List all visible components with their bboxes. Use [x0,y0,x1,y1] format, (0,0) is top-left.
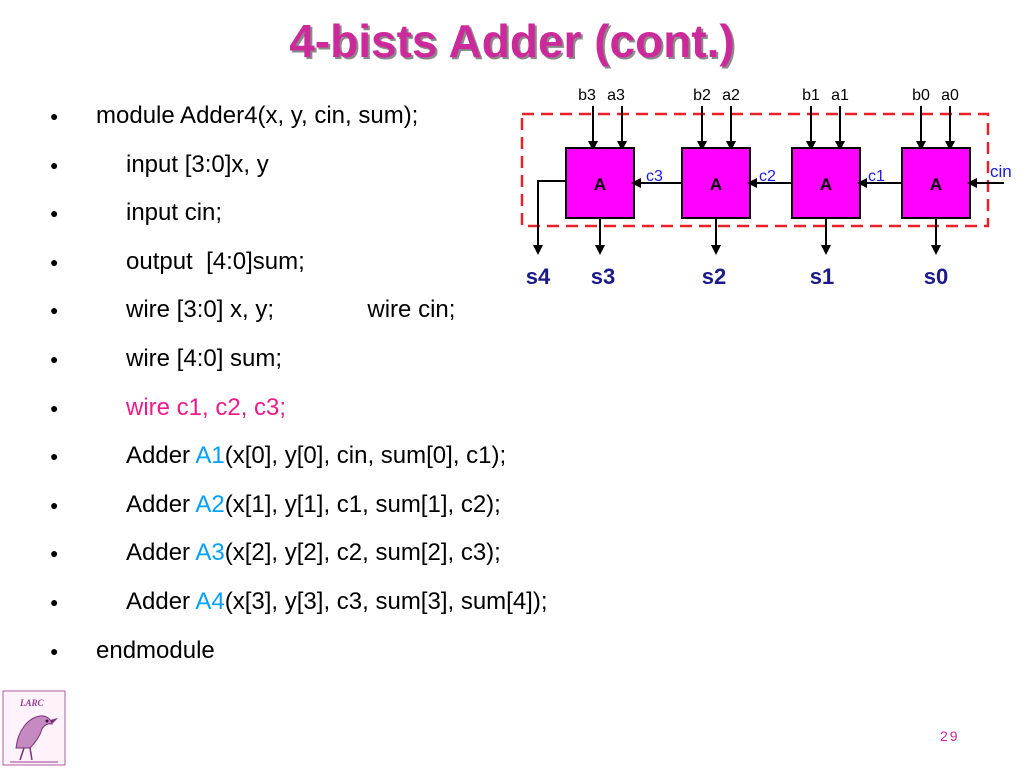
bullet-icon: ● [50,350,59,367]
sum-label-s3: s3 [591,264,615,289]
bullet-icon: ● [50,302,59,319]
sum-label-s4: s4 [526,264,551,289]
input-label-b2: b2 [693,87,711,104]
sum-label-s1: s1 [810,264,834,289]
code-line: ● Adder A3(x[2], y[2], c2, sum[2], c3); [50,533,548,582]
code-text: input [3:0]x, y [126,150,269,178]
code-line: ● input [3:0]x, y [50,145,548,194]
input-label-a3: a3 [607,87,625,104]
bullet-icon: ● [50,545,59,562]
code-bullet-list: ● module Adder4(x, y, cin, sum); ● input [… [50,96,548,679]
ripple-carry-adder-diagram: b3 a3 b2 a2 b1 a1 b0 a0 A A A A c3 c2 c1… [520,87,1012,289]
code-text: Adder A2(x[1], y[1], c1, sum[1], c2); [126,490,501,518]
code-line: ● Adder A2(x[1], y[1], c1, sum[1], c2); [50,485,548,534]
page-number: 29 [940,728,960,744]
code-line: ● wire [3:0] x, y; wire cin; [50,290,548,339]
carry-label-cin: cin [990,162,1012,181]
code-line: ● Adder A4(x[3], y[3], c3, sum[3], sum[4]… [50,582,548,631]
code-text: output [4:0]sum; [126,247,305,275]
code-line: ● module Adder4(x, y, cin, sum); [50,96,548,145]
sum-label-s0: s0 [924,264,948,289]
adder-block-label: A [930,175,942,194]
carry-label-c3: c3 [646,168,663,185]
code-text: endmodule [96,636,215,664]
input-label-a2: a2 [722,87,740,104]
code-text: wire c1, c2, c3; [126,393,287,421]
sum-label-s2: s2 [702,264,726,289]
carry-label-c1: c1 [868,168,885,185]
carry-label-c2: c2 [759,168,776,185]
input-label-b3: b3 [578,87,596,104]
adder-block-label: A [820,175,832,194]
adder-block-label: A [594,175,606,194]
code-text: Adder A4(x[3], y[3], c3, sum[3], sum[4])… [126,587,548,615]
code-line: ● endmodule [50,631,548,680]
code-text: Adder A3(x[2], y[2], c2, sum[2], c3); [126,539,501,567]
bullet-icon: ● [50,593,59,610]
code-text: module Adder4(x, y, cin, sum); [96,102,419,129]
dashed-enclosure [520,112,990,228]
bullet-icon: ● [50,205,59,222]
carry-out-wire [533,180,566,255]
code-line: ● Adder A1(x[0], y[0], cin, sum[0], c1); [50,436,548,485]
input-label-a1: a1 [831,87,849,104]
input-label-a0: a0 [941,87,959,104]
bullet-icon: ● [50,156,59,173]
code-line: ● wire c1, c2, c3; [50,388,548,437]
adder-block-label: A [710,175,722,194]
code-text: input cin; [126,199,223,227]
lark-bird-icon: LARC [2,690,66,766]
bullet-icon: ● [50,108,59,124]
code-line: ● input cin; [50,193,548,242]
bullet-icon: ● [50,399,59,416]
bullet-icon: ● [50,642,59,659]
bullet-icon: ● [50,448,59,465]
code-text: Adder A1(x[0], y[0], cin, sum[0], c1); [126,442,507,470]
input-label-b1: b1 [802,87,820,104]
input-label-b0: b0 [912,87,930,104]
logo-text: LARC [19,698,45,708]
slide-title: 4-bists Adder (cont.) [289,15,735,67]
code-line: ● wire [4:0] sum; [50,339,548,388]
bullet-icon: ● [50,253,59,270]
code-line: ● output [4:0]sum; [50,242,548,291]
bullet-icon: ● [50,496,59,513]
code-text: wire [3:0] x, y; wire cin; [126,296,456,324]
code-text: wire [4:0] sum; [126,344,283,372]
